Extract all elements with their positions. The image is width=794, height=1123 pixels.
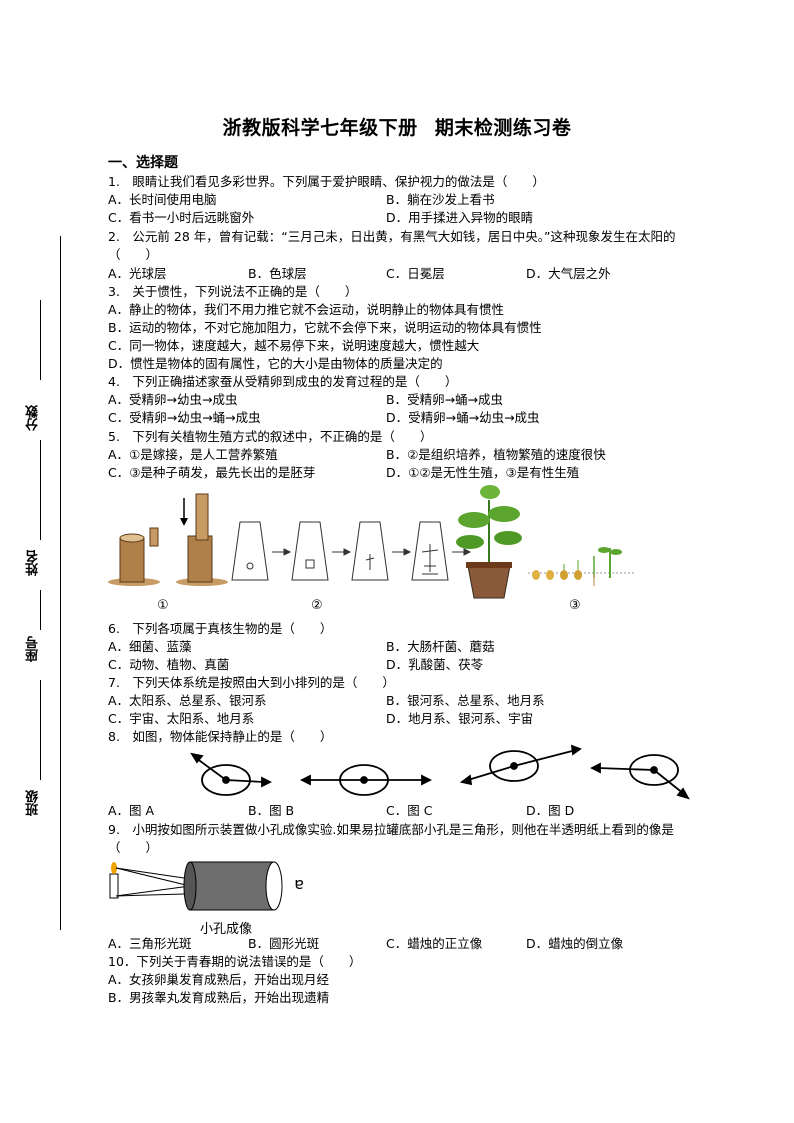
q9-stem: 9. 小明按如图所示装置做小孔成像实验.如果易拉罐底部小孔是三角形，则他在半透明… xyxy=(108,822,674,837)
q2-option-c: C．日冕层 xyxy=(386,266,445,281)
q5-option-a: A．①是嫁接，是人工营养繁殖 xyxy=(108,447,278,462)
q3-option-d: D．惯性是物体的固有属性，它的大小是由物体的质量决定的 xyxy=(108,356,443,371)
plant-reproduction-figure xyxy=(108,485,634,599)
q4-option-a: A．受精卵→幼虫→成虫 xyxy=(108,392,238,407)
q7-option-d: D．地月系、银河系、宇宙 xyxy=(386,711,534,726)
q9-option-c: C．蜡烛的正立像 xyxy=(386,936,483,951)
q5-option-b: B．②是组织培养，植物繁殖的速度很快 xyxy=(386,447,606,462)
q8-option-b: B．图 B xyxy=(248,803,295,818)
q6-option-a: A．细菌、蓝藻 xyxy=(108,639,192,654)
q7-option-b: B．银河系、总星系、地月系 xyxy=(386,693,545,708)
binding-line xyxy=(60,236,61,930)
seed-germination xyxy=(528,547,634,586)
q10-option-a: A．女孩卵巢发育成熟后，开始出现月经 xyxy=(108,972,330,987)
figure-label-3: ③ xyxy=(569,598,581,613)
q2-stem-cont: （ ） xyxy=(108,247,159,262)
q1-option-c: C．看书一小时后远眺窗外 xyxy=(108,210,255,225)
q5-option-c: C．③是种子萌发，最先长出的是胚芽 xyxy=(108,465,316,480)
q10-stem: 10．下列关于青春期的说法错误的是（ ） xyxy=(108,954,362,969)
q2-option-a: A．光球层 xyxy=(108,266,167,281)
q4-option-b: B．受精卵→蛹→成虫 xyxy=(386,392,504,407)
q3-stem: 3. 关于惯性，下列说法不正确的是（ ） xyxy=(108,284,358,299)
pinhole-caption: 小孔成像 xyxy=(200,922,253,937)
q9-option-a: A．三角形光斑 xyxy=(108,936,192,951)
q6-option-b: B．大肠杆菌、蘑菇 xyxy=(386,639,495,654)
q3-option-a: A．静止的物体，我们不用力推它就不会运动，说明静止的物体具有惯性 xyxy=(108,302,505,317)
q4-option-c: C．受精卵→幼虫→蛹→成虫 xyxy=(108,410,261,425)
seat-label: 座号 xyxy=(26,636,41,662)
q5-option-d: D．①②是无性生殖，③是有性生殖 xyxy=(386,465,580,480)
q2-option-d: D．大气层之外 xyxy=(526,266,611,281)
q3-option-b: B．运动的物体，不对它施加阻力，它就不会停下来，说明运动的物体具有惯性 xyxy=(108,320,542,335)
potted-plant xyxy=(456,485,522,599)
q6-stem: 6. 下列各项属于真核生物的是（ ） xyxy=(108,621,333,636)
q2-option-b: B．色球层 xyxy=(248,266,307,281)
q6-option-d: D．乳酸菌、茯苓 xyxy=(386,657,484,672)
q2-stem: 2. 公元前 28 年，曾有记载：“三月己未，日出黄，有黑气大如钱，居日中央。”… xyxy=(108,229,676,244)
q9-option-b: B．圆形光斑 xyxy=(248,936,320,951)
q8-option-a: A．图 A xyxy=(108,803,155,818)
q7-stem: 7. 下列天体系统是按照由大到小排列的是（ ） xyxy=(108,675,395,690)
q6-option-c: C．动物、植物、真菌 xyxy=(108,657,230,672)
page-title: 浙教版科学七年级下册 期末检测练习卷 xyxy=(0,113,794,140)
title-sub: 期末检测练习卷 xyxy=(434,117,572,139)
q1-option-d: D．用手揉进入异物的眼睛 xyxy=(386,210,534,225)
svg-text:a: a xyxy=(294,876,304,895)
name-label: 姓名 xyxy=(26,550,41,576)
class-label: 班级 xyxy=(26,790,41,816)
diagram-a xyxy=(190,752,273,796)
figure-label-1: ① xyxy=(157,598,169,613)
q7-option-c: C．宇宙、太阳系、地月系 xyxy=(108,711,255,726)
q1-stem: 1. 眼睛让我们看见多彩世界。下列属于爱护眼睛、保护视力的做法是（ ） xyxy=(108,174,545,189)
seat-blank xyxy=(40,590,41,630)
grafting-stump-2 xyxy=(176,493,228,586)
q7-option-a: A．太阳系、总星系、银河系 xyxy=(108,693,267,708)
grafting-stump-1 xyxy=(108,527,160,586)
section-heading: 一、选择题 xyxy=(108,155,178,171)
q10-option-b: B．男孩睾丸发育成熟后，开始出现遗精 xyxy=(108,990,330,1005)
q8-stem: 8. 如图，物体能保持静止的是（ ） xyxy=(108,729,333,744)
can xyxy=(183,861,283,911)
q4-stem: 4. 下列正确描述家蚕从受精卵到成虫的发育过程的是（ ） xyxy=(108,374,458,389)
candle xyxy=(109,862,119,899)
title-main: 浙教版科学七年级下册 xyxy=(222,117,418,139)
diagram-c xyxy=(459,744,582,786)
q9-stem-cont: （ ） xyxy=(108,840,159,855)
diagram-b xyxy=(299,764,433,796)
q5-stem: 5. 下列有关植物生殖方式的叙述中，不正确的是（ ） xyxy=(108,429,433,444)
figure-label-2: ② xyxy=(311,598,323,613)
diagram-d xyxy=(589,754,690,800)
q1-option-b: B．躺在沙发上看书 xyxy=(386,192,495,207)
q4-option-d: D．受精卵→蛹→幼虫→成虫 xyxy=(386,410,540,425)
name-blank xyxy=(40,440,41,540)
q8-option-c: C．图 C xyxy=(386,803,433,818)
q1-option-a: A．长时间使用电脑 xyxy=(108,192,217,207)
score-label: 分数 xyxy=(26,405,41,431)
q8-option-d: D．图 D xyxy=(526,803,575,818)
q3-option-c: C．同一物体，速度越大，越不易停下来，说明速度越大，惯性越大 xyxy=(108,338,480,353)
culture-flasks xyxy=(231,521,472,581)
pinhole-camera-figure: a xyxy=(109,861,304,911)
score-blank xyxy=(40,300,41,380)
force-diagrams xyxy=(190,744,690,800)
class-blank xyxy=(40,680,41,780)
q9-option-d: D．蜡烛的倒立像 xyxy=(526,936,624,951)
